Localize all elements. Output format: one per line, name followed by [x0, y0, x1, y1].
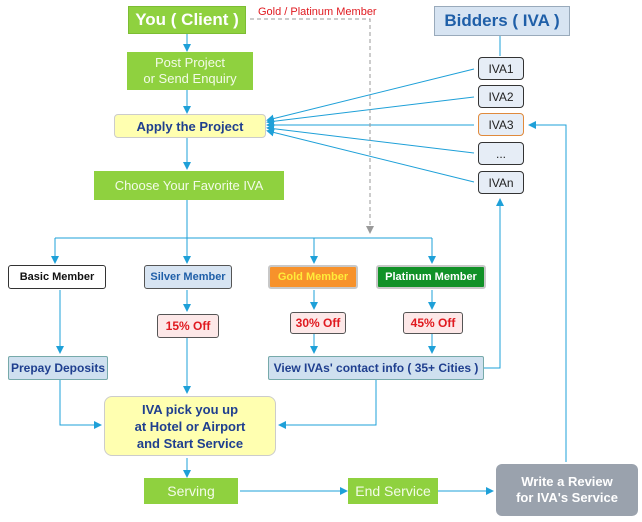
bidders-header: Bidders ( IVA )	[434, 6, 570, 36]
bidders-label: Bidders ( IVA )	[444, 11, 560, 30]
bidder-iva3: IVA3	[478, 113, 524, 136]
bidder-iva1: IVA1	[478, 57, 524, 80]
gold-discount: 30% Off	[290, 312, 346, 334]
post-project-node: Post Project or Send Enquiry	[127, 52, 253, 90]
silver-member-node: Silver Member	[144, 265, 232, 289]
gold-platinum-note: Gold / Platinum Member	[258, 6, 377, 18]
review-line2: for IVA's Service	[516, 490, 618, 505]
bidder-more: ...	[478, 142, 524, 165]
view-contacts-node: View IVAs' contact info ( 35+ Cities )	[268, 356, 484, 380]
review-line1: Write a Review	[521, 474, 613, 489]
pickup-line2: at Hotel or Airport	[134, 418, 246, 434]
choose-iva-node: Choose Your Favorite IVA	[94, 171, 284, 200]
prepay-deposits-node: Prepay Deposits	[8, 356, 108, 380]
end-service-node: End Service	[348, 478, 438, 504]
pickup-line1: IVA pick you up	[141, 401, 239, 417]
post-project-line2: or Send Enquiry	[143, 71, 237, 86]
gold-member-node: Gold Member	[268, 265, 358, 289]
basic-member-node: Basic Member	[8, 265, 106, 289]
pickup-node: IVA pick you up at Hotel or Airport and …	[104, 396, 276, 456]
pickup-line3: and Start Service	[136, 435, 244, 451]
bidder-ivan: IVAn	[478, 171, 524, 194]
serving-node: Serving	[144, 478, 238, 504]
client-node: You ( Client )	[128, 6, 246, 34]
bidder-iva2: IVA2	[478, 85, 524, 108]
client-label: You ( Client )	[135, 10, 239, 29]
review-node: Write a Review for IVA's Service	[496, 464, 638, 516]
silver-discount: 15% Off	[157, 314, 219, 338]
platinum-member-node: Platinum Member	[376, 265, 486, 289]
apply-project-node: Apply the Project	[114, 114, 266, 138]
platinum-discount: 45% Off	[403, 312, 463, 334]
post-project-line1: Post Project	[154, 55, 226, 70]
